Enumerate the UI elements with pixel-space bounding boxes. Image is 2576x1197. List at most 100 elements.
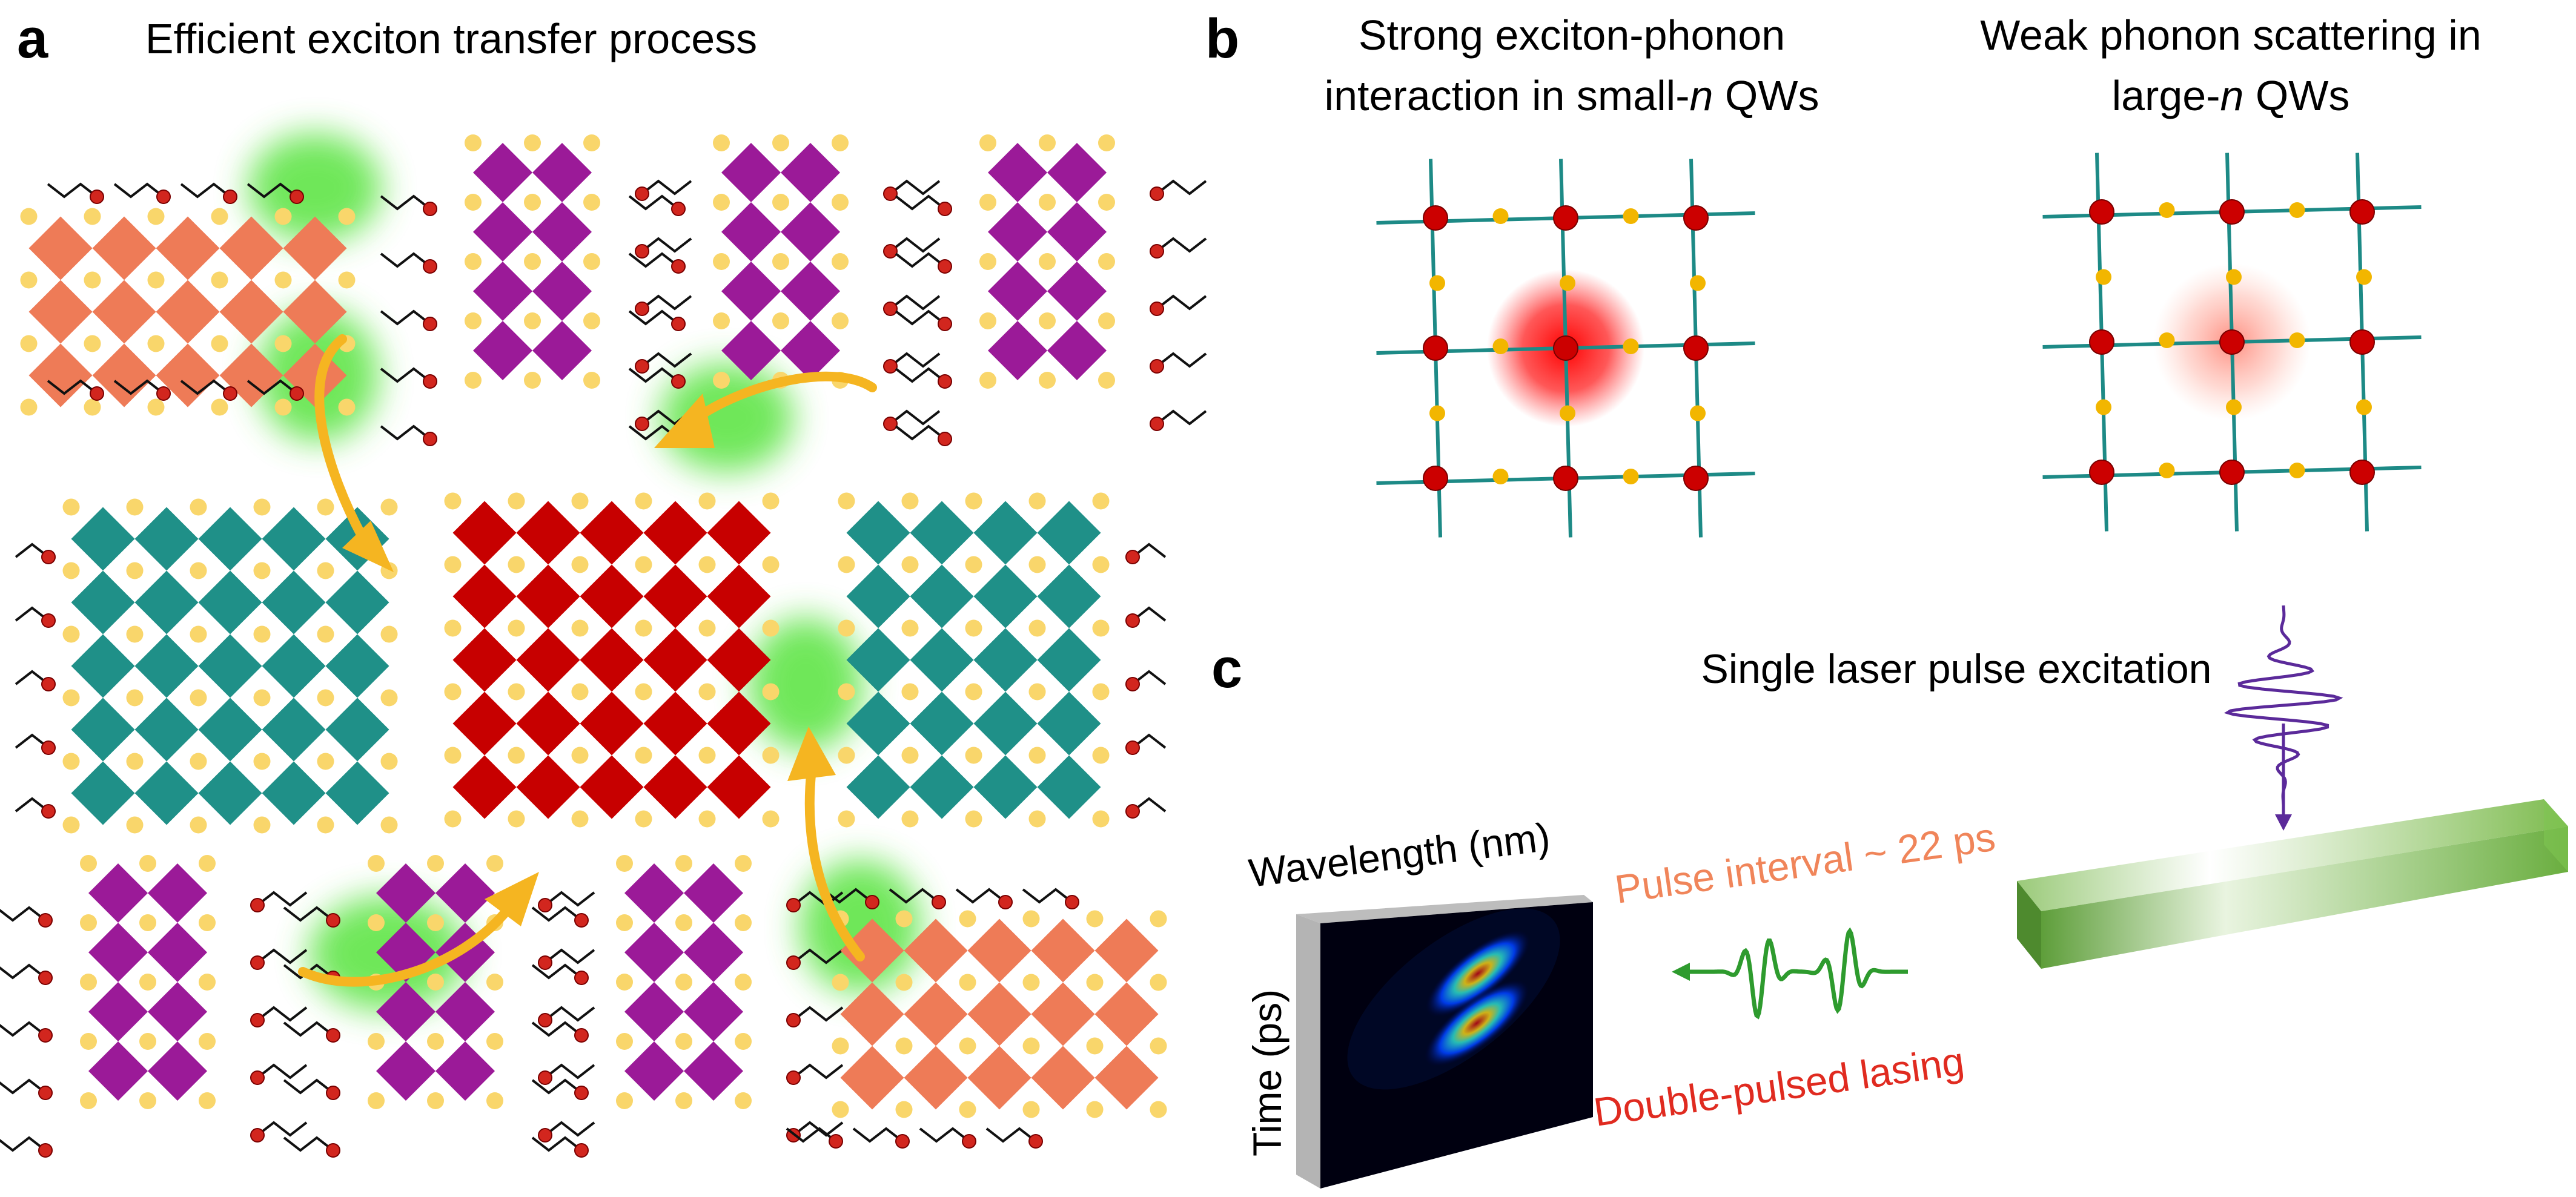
purple-block-tile bbox=[532, 262, 592, 321]
cation-dot bbox=[20, 208, 38, 225]
cation-dot bbox=[368, 855, 385, 872]
cation-dot bbox=[762, 683, 780, 701]
teal-block-tile bbox=[910, 755, 974, 819]
cation-dot bbox=[20, 271, 38, 289]
cation-dot bbox=[1086, 910, 1104, 928]
red-block-tile bbox=[516, 755, 580, 819]
transfer-arrows-layer bbox=[298, 334, 877, 987]
purple-block-tile bbox=[1047, 143, 1107, 202]
cation-dot bbox=[508, 556, 525, 573]
transfer-arrow-3 bbox=[804, 764, 865, 961]
teal-block-tile bbox=[973, 691, 1038, 756]
teal-block-tile bbox=[134, 570, 199, 635]
cation-dot bbox=[571, 492, 589, 510]
cation-dot bbox=[62, 753, 80, 770]
cation-dot bbox=[1039, 194, 1056, 211]
cation-dot bbox=[1092, 747, 1110, 764]
ligand-chain bbox=[852, 1127, 904, 1143]
cation-dot bbox=[772, 194, 789, 211]
cation-dot bbox=[1022, 910, 1040, 928]
red-block-tile bbox=[452, 628, 517, 692]
purple-block-tile bbox=[148, 1041, 207, 1101]
ligand-chain bbox=[544, 891, 595, 907]
large-n-phonon-dot bbox=[2159, 202, 2175, 218]
large-n-atom bbox=[2219, 329, 2245, 355]
cation-dot bbox=[635, 683, 652, 701]
cation-dot bbox=[427, 855, 444, 872]
cation-dot bbox=[583, 134, 600, 151]
cation-dot bbox=[583, 312, 600, 329]
ligand-head bbox=[671, 317, 686, 331]
cation-dot bbox=[253, 816, 271, 834]
ligand-chain bbox=[544, 948, 595, 965]
ligand-chain bbox=[247, 182, 298, 199]
purple-block-tile bbox=[1047, 321, 1107, 380]
cation-dot bbox=[199, 1033, 216, 1050]
ligand-chain bbox=[792, 1006, 844, 1022]
ligand-head bbox=[1125, 677, 1140, 691]
small-n-atom bbox=[1553, 466, 1578, 491]
ligand-head bbox=[883, 186, 898, 201]
cation-dot bbox=[199, 914, 216, 931]
cation-dot bbox=[508, 492, 525, 510]
purple-block-tile bbox=[473, 321, 532, 380]
cation-dot bbox=[1098, 134, 1115, 151]
ligand-head bbox=[635, 302, 649, 316]
cation-dot bbox=[444, 492, 462, 510]
cation-dot bbox=[838, 556, 855, 573]
transfer-arrow-2-head bbox=[654, 394, 715, 448]
small-n-phonon-dot bbox=[1429, 275, 1445, 291]
cation-dot bbox=[465, 372, 482, 389]
large-n-phonon-dot bbox=[2159, 463, 2175, 478]
cation-dot bbox=[1086, 1101, 1104, 1118]
cation-dot bbox=[675, 1092, 692, 1109]
purple-block-tile bbox=[684, 863, 743, 923]
ligand-head bbox=[156, 386, 171, 401]
purple-block-tile bbox=[684, 1041, 743, 1101]
large-n-atom bbox=[2349, 199, 2375, 225]
cation-dot bbox=[1150, 1101, 1167, 1118]
double-pulsed-lasing-label: Double-pulsed lasing bbox=[1591, 1038, 1967, 1135]
ligand-head bbox=[574, 971, 589, 985]
ligand-head bbox=[671, 374, 686, 389]
panel-b-left-title-line2: interaction in small-n QWs bbox=[1325, 72, 1819, 119]
small-n-phonon-dot bbox=[1429, 405, 1445, 421]
ligand-head bbox=[895, 1134, 910, 1149]
cation-dot bbox=[465, 134, 482, 151]
cation-dot bbox=[253, 625, 271, 643]
teal-block-tile bbox=[71, 570, 135, 635]
orange-block-tile bbox=[1031, 918, 1095, 983]
ligand-head bbox=[1150, 417, 1164, 431]
ligand-chain bbox=[985, 1127, 1037, 1143]
cation-dot bbox=[735, 914, 752, 931]
cation-dot bbox=[959, 910, 976, 928]
cation-dot bbox=[762, 810, 780, 828]
teal-block-tile bbox=[846, 501, 910, 565]
ligand-chain bbox=[1156, 179, 1207, 196]
cation-dot bbox=[62, 562, 80, 579]
ligand-chain bbox=[380, 194, 431, 211]
ligand-chain bbox=[895, 424, 946, 441]
ligand-head bbox=[883, 244, 898, 259]
teal-block-tile bbox=[198, 570, 262, 635]
ligand-chain bbox=[1156, 237, 1207, 253]
cation-dot bbox=[274, 271, 292, 289]
red-block-tile bbox=[516, 564, 580, 628]
ligand-head bbox=[326, 1028, 340, 1043]
small-n-phonon-dot bbox=[1560, 275, 1575, 291]
purple-block-tile bbox=[624, 1041, 684, 1101]
large-n-phonon-dot bbox=[2096, 399, 2111, 415]
cation-dot bbox=[1098, 194, 1115, 211]
ligand-head bbox=[938, 374, 952, 389]
small-n-phonon-dot bbox=[1623, 469, 1639, 484]
cation-dot bbox=[979, 194, 996, 211]
ligand-chain bbox=[895, 309, 946, 326]
cation-dot bbox=[147, 398, 165, 416]
purple-block-tile bbox=[721, 262, 781, 321]
red-block-tile bbox=[516, 691, 580, 756]
cation-dot bbox=[772, 134, 789, 151]
cation-dot bbox=[895, 1101, 913, 1118]
orange-block-tile bbox=[967, 982, 1031, 1046]
cation-dot bbox=[713, 194, 730, 211]
ligand-head bbox=[38, 913, 53, 928]
